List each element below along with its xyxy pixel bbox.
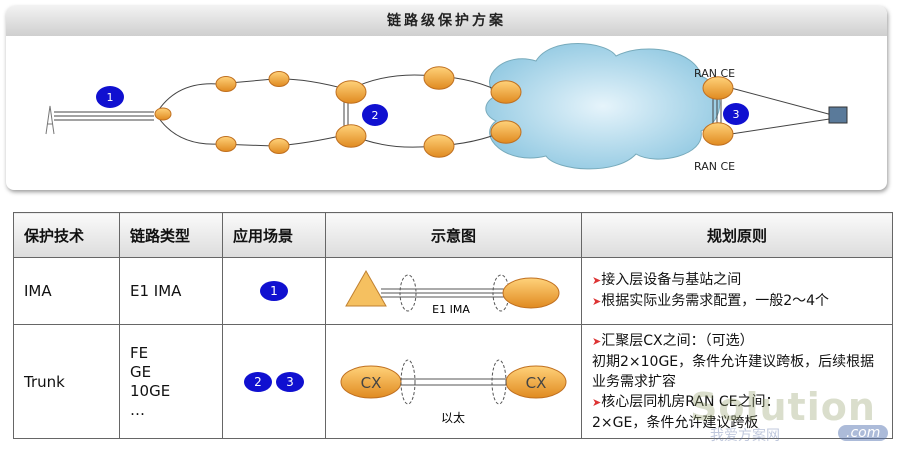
- diagram-panel: 链路级保护方案 RAN CE RAN CE 1 2 3: [6, 6, 887, 190]
- diagram-title: 链路级保护方案: [6, 6, 887, 36]
- svg-text:E1 IMA: E1 IMA: [432, 303, 470, 316]
- sketch-trunk: CX CX 以太: [325, 324, 582, 439]
- ce-top-label: RAN CE: [694, 67, 735, 80]
- network-diagram: RAN CE RAN CE 1 2 3: [45, 43, 848, 173]
- router-icon: [268, 71, 290, 87]
- tech-cell: Trunk: [13, 324, 120, 439]
- router-icon: [268, 138, 290, 154]
- router-icon: [702, 122, 734, 146]
- router-icon: [490, 80, 522, 104]
- svg-text:CX: CX: [361, 374, 382, 392]
- cloud: [485, 43, 721, 170]
- router-icon: [423, 66, 455, 90]
- tech-cell: IMA: [13, 257, 120, 325]
- header-tech: 保护技术: [13, 212, 120, 258]
- router-icon: [335, 80, 367, 104]
- router-icon: [215, 136, 237, 152]
- scene-badge: 3: [276, 371, 304, 392]
- rules-cell: ➤汇聚层CX之间：（可选） 初期2×10GE，条件允许建议跨板，后续根据业务需求…: [581, 324, 893, 439]
- header-rules: 规划原则: [581, 212, 893, 258]
- svg-text:2: 2: [372, 109, 379, 122]
- badge-2: 2: [362, 104, 388, 126]
- router-icon: [502, 277, 560, 309]
- router-icon: [423, 134, 455, 158]
- base-station-icon: [345, 269, 387, 307]
- base-station-icon: [45, 105, 55, 135]
- protection-table: 保护技术 链路类型 应用场景 示意图 规划原则 IMA E1 IMA 1 E1 …: [13, 212, 893, 439]
- cx-router-icon: [340, 365, 402, 398]
- table-header: 保护技术 链路类型 应用场景 示意图 规划原则: [13, 212, 893, 258]
- router-icon: [215, 76, 237, 92]
- header-scene: 应用场景: [222, 212, 326, 258]
- switch-icon: [828, 106, 848, 124]
- header-link: 链路类型: [119, 212, 223, 258]
- watermark: Solution: [690, 385, 876, 429]
- router-icon: [335, 124, 367, 148]
- rules-cell: ➤接入层设备与基站之间 ➤根据实际业务需求配置，一般2～4个: [581, 257, 893, 325]
- router-icon: [490, 120, 522, 144]
- router-icon: [702, 76, 734, 100]
- svg-text:3: 3: [733, 108, 740, 121]
- watermark-com: .com: [838, 425, 889, 441]
- badge-3: 3: [723, 103, 749, 125]
- link-cell: E1 IMA: [119, 257, 223, 325]
- scene-badge: 1: [260, 281, 288, 301]
- svg-text:CX: CX: [526, 374, 547, 392]
- sketch-ima: E1 IMA: [325, 257, 582, 325]
- badge-1: 1: [96, 86, 124, 108]
- router-icon: [154, 107, 172, 121]
- watermark-sub: 我爱方案网: [710, 428, 780, 444]
- svg-text:1: 1: [107, 91, 114, 104]
- table-row: IMA E1 IMA 1 E1 IMA ➤接入层设备与基站之间 ➤根据实际业务需…: [13, 257, 893, 325]
- scene-badge: 2: [244, 371, 272, 392]
- svg-text:以太: 以太: [441, 410, 465, 425]
- header-sketch: 示意图: [325, 212, 582, 258]
- ce-bottom-label: RAN CE: [694, 160, 735, 173]
